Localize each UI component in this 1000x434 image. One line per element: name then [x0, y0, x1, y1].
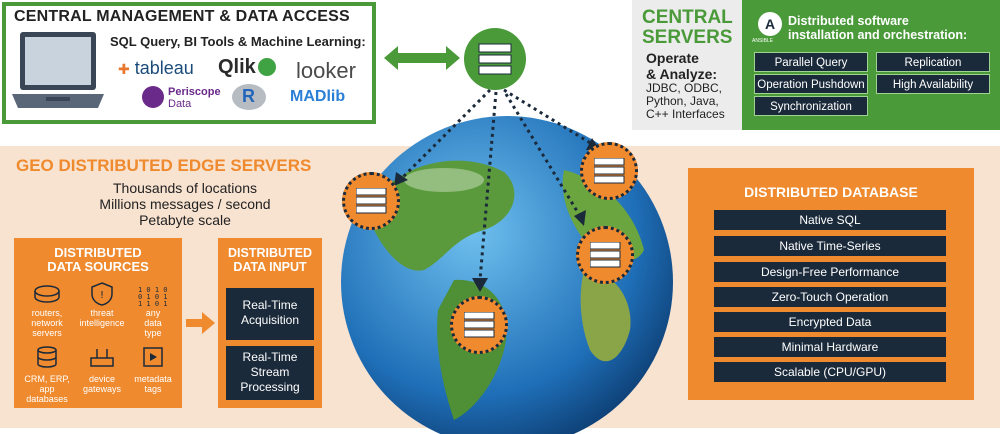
- data-source-routers: routers, network servers: [31, 308, 63, 338]
- data-source-threat-intelligence: threat intelligence: [79, 308, 125, 328]
- server-stack-icon: [356, 188, 387, 214]
- bidirectional-arrow-icon: [384, 46, 460, 70]
- server-rack-icon: [478, 43, 512, 75]
- data-source-crm-erp: CRM, ERP, app databases: [24, 374, 70, 404]
- feature-operation-pushdown: Operation Pushdown: [754, 74, 868, 94]
- real-time-stream-processing-box: Real-Time Stream Processing: [226, 346, 314, 400]
- feature-replication: Replication: [876, 52, 990, 72]
- db-feature-encrypted-data: Encrypted Data: [714, 312, 946, 332]
- central-servers-title: CENTRAL SERVERS: [642, 7, 733, 48]
- feature-high-availability: High Availability: [876, 74, 990, 94]
- real-time-acquisition-box: Real-Time Acquisition: [226, 288, 314, 340]
- db-feature-design-free-performance: Design-Free Performance: [714, 262, 946, 282]
- feature-parallel-query: Parallel Query: [754, 52, 868, 72]
- tableau-logo: ✚ tableau: [118, 58, 194, 78]
- interfaces-list: JDBC, ODBC, Python, Java, C++ Interfaces: [646, 81, 725, 121]
- right-arrow-icon: [186, 312, 215, 334]
- ansible-icon: A: [758, 12, 782, 36]
- madlib-logo: MADlib: [290, 88, 346, 105]
- data-source-metadata-tags: metadata tags: [134, 374, 172, 394]
- server-stack-icon: [594, 158, 625, 184]
- binary-icon: 1 0 1 0 0 1 0 1 1 1 0 1: [138, 286, 168, 306]
- operate-analyze-label: Operate & Analyze:: [646, 50, 718, 82]
- svg-text:0 1 0 1: 0 1 0 1: [138, 293, 168, 301]
- server-stack-icon: [464, 312, 495, 338]
- laptop-icon: [12, 32, 104, 108]
- geo-edge-stats: Thousands of locations Millions messages…: [99, 180, 271, 228]
- distribution-arrows: [394, 88, 600, 292]
- qlik-logo: Qlik: [218, 56, 276, 79]
- db-feature-minimal-hardware: Minimal Hardware: [714, 337, 946, 357]
- db-feature-native-sql: Native SQL: [714, 210, 946, 230]
- router-icon: [34, 285, 60, 303]
- data-sources-panel: [14, 238, 182, 408]
- central-management-subtitle: SQL Query, BI Tools & Machine Learning:: [110, 34, 366, 49]
- periscope-logo: Periscope Data: [168, 86, 221, 110]
- svg-text:!: !: [100, 290, 104, 301]
- ansible-label: ANSIBLE: [752, 38, 774, 44]
- tag-icon: [143, 347, 163, 367]
- orchestration-title: Distributed software installation and or…: [788, 14, 968, 42]
- data-source-any-data-type: any data type: [144, 308, 162, 338]
- data-sources-title: DISTRIBUTED DATA SOURCES: [47, 245, 149, 274]
- central-management-title: CENTRAL MANAGEMENT & DATA ACCESS: [14, 8, 350, 25]
- looker-logo: looker: [296, 58, 356, 83]
- periscope-icon: [142, 86, 164, 108]
- r-logo: R: [232, 84, 266, 110]
- shield-icon: !: [91, 282, 113, 306]
- svg-text:1 1 0 1: 1 1 0 1: [138, 300, 168, 306]
- gateway-icon: [90, 349, 114, 367]
- geo-edge-title: GEO DISTRIBUTED EDGE SERVERS: [16, 156, 312, 175]
- server-stack-icon: [590, 242, 621, 268]
- db-feature-zero-touch-operation: Zero-Touch Operation: [714, 287, 946, 307]
- db-feature-scalable: Scalable (CPU/GPU): [714, 362, 946, 382]
- distributed-database-panel: [688, 168, 974, 400]
- data-input-title: DISTRIBUTED DATA INPUT: [227, 246, 313, 274]
- distributed-database-title: DISTRIBUTED DATABASE: [744, 184, 918, 200]
- db-feature-native-time-series: Native Time-Series: [714, 236, 946, 256]
- svg-text:1 0 1 0: 1 0 1 0: [138, 286, 168, 294]
- database-icon: [37, 346, 57, 368]
- feature-synchronization: Synchronization: [754, 96, 868, 116]
- data-source-device-gateways: device gateways: [82, 374, 122, 394]
